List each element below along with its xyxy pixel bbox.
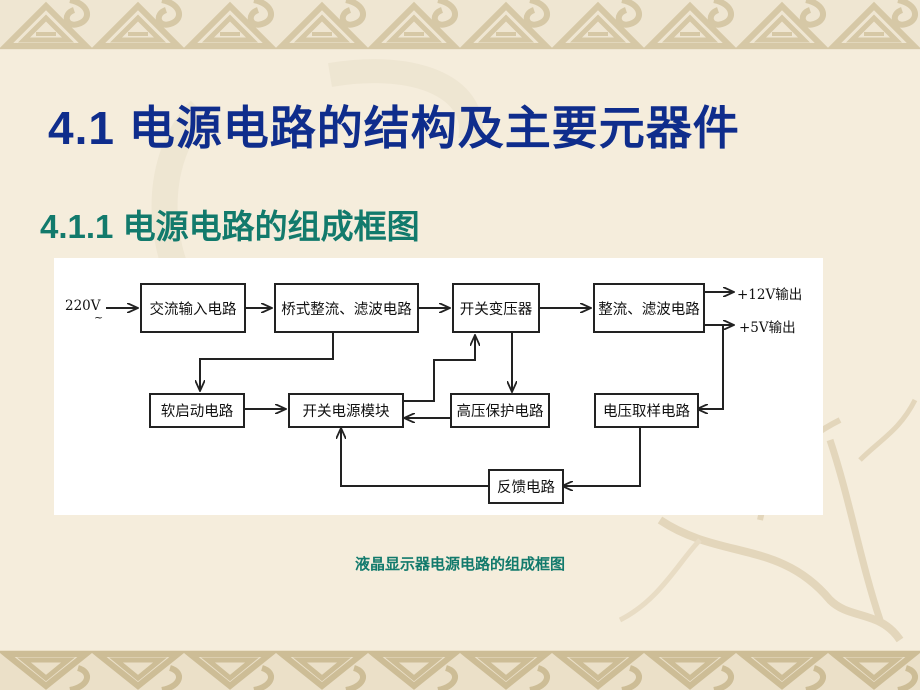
block-high-voltage-protection: 高压保护电路: [450, 393, 550, 428]
block-soft-start: 软启动电路: [149, 393, 245, 428]
block-ac-input: 交流输入电路: [140, 283, 246, 333]
figure-caption: 液晶显示器电源电路的组成框图: [354, 556, 565, 573]
section-subtitle: 4.1.1 电源电路的组成框图: [40, 208, 420, 245]
block-rectifier-filter: 整流、滤波电路: [593, 283, 705, 333]
block-switch-transformer: 开关变压器: [452, 283, 540, 333]
block-switch-power-module: 开关电源模块: [288, 393, 404, 428]
ac-symbol: ~: [94, 311, 104, 324]
bottom-decorative-border: [0, 650, 920, 690]
input-voltage-label: 220V~: [65, 298, 103, 324]
diagram-connectors: [106, 258, 823, 515]
block-feedback: 反馈电路: [488, 469, 564, 504]
power-supply-block-diagram: 220V~ 交流输入电路 桥式整流、滤波电路 开关变压器 整流、滤波电路 +12…: [54, 258, 823, 515]
top-decorative-border: [0, 0, 920, 50]
output-5v-label: +5V输出: [739, 320, 796, 336]
output-12v-label: +12V输出: [737, 287, 803, 303]
slide-title: 4.1 电源电路的结构及主要元器件: [48, 102, 740, 154]
block-voltage-sampling: 电压取样电路: [594, 393, 699, 428]
block-bridge-rectifier-filter: 桥式整流、滤波电路: [274, 283, 419, 333]
input-voltage-text: 220V: [65, 298, 101, 314]
